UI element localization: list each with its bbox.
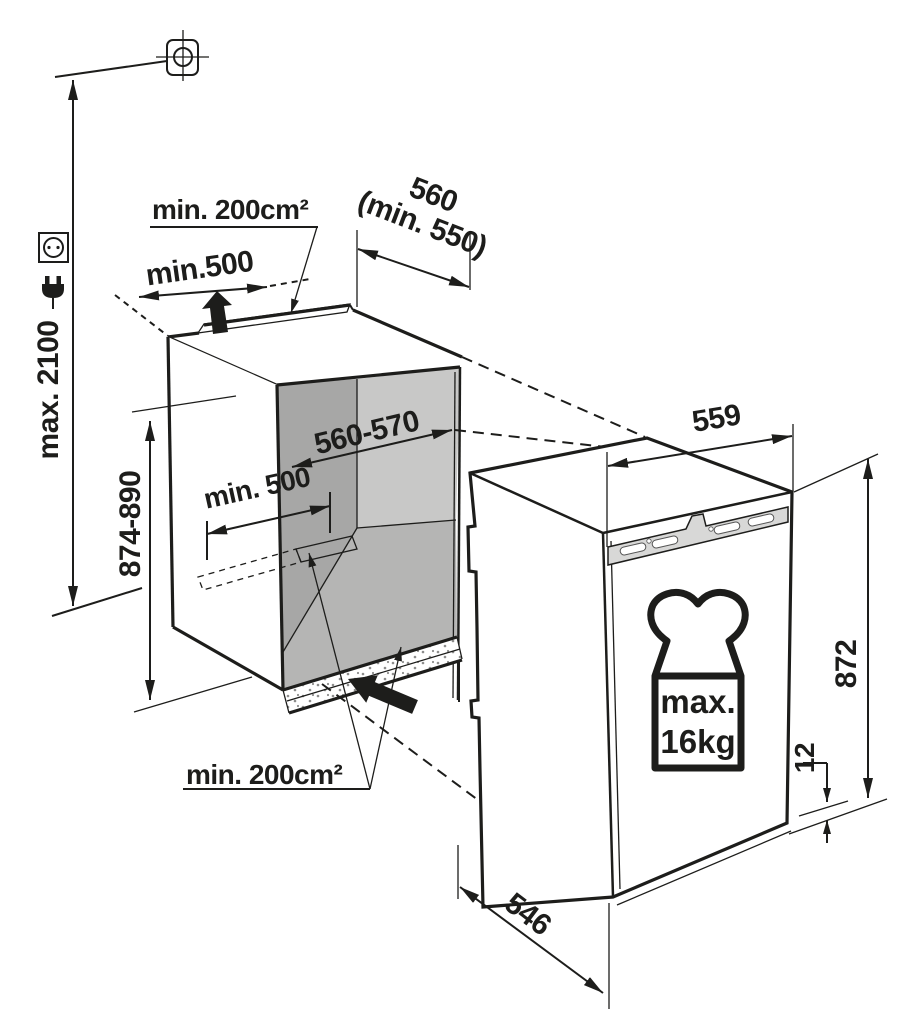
floor-reference-line — [51, 587, 143, 617]
niche-height-label: 874-890 — [114, 471, 147, 578]
door-weight-label-1: max. — [660, 683, 735, 720]
niche-roof-vent-slot — [196, 303, 351, 334]
top-clearance-label: min.500 — [144, 245, 256, 293]
niche-hidden-vent-duct — [197, 548, 302, 591]
power-plug-icon — [42, 276, 64, 309]
dimension-plinth-gap: 12 — [789, 743, 849, 843]
base-edge-line — [616, 830, 792, 906]
door-weight-label-2: 16kg — [660, 723, 735, 760]
appliance-outline — [466, 436, 794, 909]
plinth-gap-label: 12 — [789, 743, 820, 773]
ceiling-reference-line — [54, 60, 168, 78]
bottom-vent-callout: min. 200cm² — [183, 552, 402, 790]
airflow-arrow-up-icon — [202, 291, 232, 334]
dimension-niche-height: 874-890 — [114, 395, 253, 713]
dimension-appliance-width: 559 — [606, 398, 794, 547]
ceiling-fixing-icon — [54, 30, 209, 81]
door-edge-line — [610, 540, 621, 890]
top-vent-area-label: min. 200cm² — [152, 194, 309, 225]
appliance-box: max. 16kg — [466, 436, 794, 909]
dimension-ceiling-height: max. 2100 — [32, 80, 143, 617]
ceiling-height-label: max. 2100 — [32, 321, 65, 460]
niche-roof — [168, 309, 462, 385]
airflow-arrow-front-icon — [348, 675, 418, 714]
niche-left-wall — [168, 337, 283, 690]
max-door-weight-icon: max. 16kg — [647, 588, 749, 772]
appliance-side-face — [470, 473, 613, 907]
top-vent-callout: min. 200cm² — [150, 194, 318, 314]
appliance-width-label: 559 — [690, 398, 743, 439]
dimension-niche-depth: 560 (min. 550) — [353, 171, 491, 307]
mounting-strip — [607, 506, 789, 566]
power-socket-icon — [38, 232, 69, 263]
dimension-appliance-height: 872 — [788, 453, 888, 835]
bottom-vent-area-label: min. 200cm² — [186, 759, 343, 790]
niche-interior-floor — [283, 520, 457, 690]
appliance-height-label: 872 — [830, 640, 863, 689]
